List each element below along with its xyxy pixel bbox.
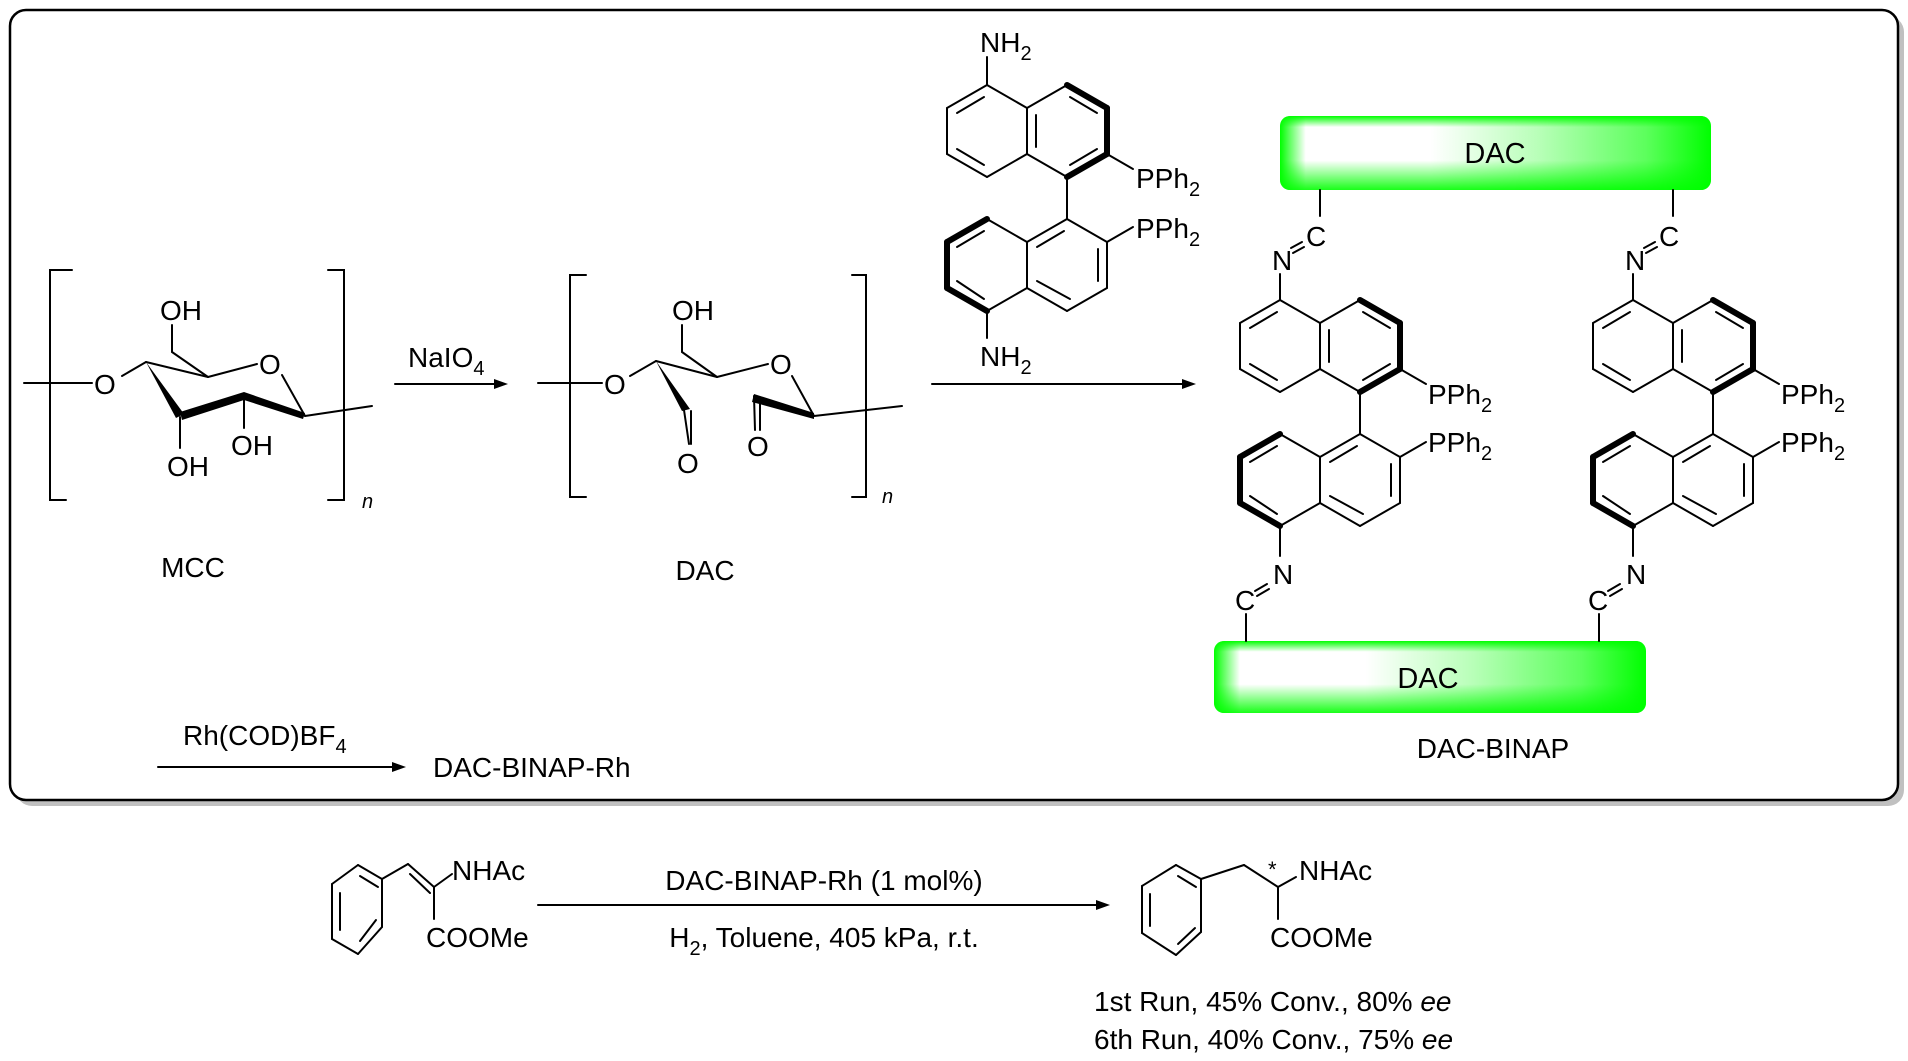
repeat-subscript: n <box>362 491 373 513</box>
group-pph2: PPh2 <box>1781 379 1845 417</box>
reagent-rh-cod-bf4: Rh(COD)BF4 <box>183 720 347 758</box>
wedge-bond <box>146 362 184 418</box>
group-pph2: PPh2 <box>1136 213 1200 251</box>
arrow-step1: NaIO4 <box>394 342 508 389</box>
reagent-naio4: NaIO4 <box>408 342 484 380</box>
dac-structure: O O OH O O n DAC <box>537 274 903 586</box>
wedge-bond <box>752 394 814 419</box>
compound-label-mcc: MCC <box>161 552 225 583</box>
result-row-2: 6th Run, 40% Conv., 75% ee <box>1094 1024 1453 1055</box>
mcc-structure: O O OH OH OH n MCC <box>23 269 373 583</box>
scheme-frame <box>8 8 1900 802</box>
group-pph2: PPh2 <box>1428 379 1492 417</box>
imine-c: C <box>1588 585 1608 616</box>
reaction-conditions: H2, Toluene, 405 kPa, r.t. <box>669 922 978 960</box>
group-pph2: PPh2 <box>1428 427 1492 465</box>
dac-binap-structure: DAC DAC C N N C PPh2 PPh2 <box>1214 116 1845 764</box>
atom-o: O <box>604 369 626 400</box>
group-pph2: PPh2 <box>1136 163 1200 201</box>
imine-c: C <box>1235 585 1255 616</box>
result-row-1: 1st Run, 45% Conv., 80% ee <box>1094 986 1452 1017</box>
catalyst-conditions: DAC-BINAP-Rh (1 mol%) <box>665 865 982 896</box>
binap-unit-left: C N N C PPh2 PPh2 <box>1235 189 1492 642</box>
arrow-step2 <box>931 379 1196 389</box>
dac-block-top: DAC <box>1280 116 1711 190</box>
aldehyde-o: O <box>677 448 699 479</box>
product-dac-binap-rh: DAC-BINAP-Rh <box>433 752 631 783</box>
group-coome: COOMe <box>1270 922 1373 953</box>
stereocenter-mark: * <box>1268 857 1277 882</box>
atom-o: O <box>94 369 116 400</box>
atom-o-ring: O <box>770 349 792 380</box>
results: 1st Run, 45% Conv., 80% ee 6th Run, 40% … <box>1094 986 1453 1055</box>
arrow-step3: Rh(COD)BF4 DAC-BINAP-Rh <box>157 720 631 783</box>
compound-label-dac: DAC <box>675 555 734 586</box>
imine-n: N <box>1272 245 1292 276</box>
dac-block-label: DAC <box>1397 663 1458 695</box>
imine-c: C <box>1659 221 1679 252</box>
group-coome: COOMe <box>426 922 529 953</box>
group-oh: OH <box>167 451 209 482</box>
group-nhac: NHAc <box>1299 855 1372 886</box>
imine-c: C <box>1306 221 1326 252</box>
compound-label-dac-binap: DAC-BINAP <box>1417 733 1569 764</box>
group-nh2: NH2 <box>980 341 1032 379</box>
dac-block-label: DAC <box>1464 138 1525 170</box>
binap-unit-right: C N N C PPh2 PPh2 <box>1588 189 1845 642</box>
group-oh: OH <box>672 295 714 326</box>
repeat-subscript: n <box>882 486 893 508</box>
imine-n: N <box>1273 559 1293 590</box>
atom-o-ring: O <box>259 349 281 380</box>
group-nhac: NHAc <box>452 855 525 886</box>
product-structure: * NHAc COOMe <box>1141 855 1373 956</box>
dac-block-bottom: DAC <box>1214 641 1646 713</box>
group-pph2: PPh2 <box>1781 427 1845 465</box>
substrate-structure: NHAc COOMe <box>331 855 529 955</box>
wedge-bond <box>656 361 690 411</box>
wedge-bond <box>244 392 305 419</box>
wedge-bond <box>180 392 244 420</box>
group-oh: OH <box>231 430 273 461</box>
imine-n: N <box>1625 245 1645 276</box>
aldehyde-o: O <box>747 431 769 462</box>
arrow-hydrogenation: DAC-BINAP-Rh (1 mol%) H2, Toluene, 405 k… <box>537 865 1110 960</box>
group-nh2: NH2 <box>980 27 1032 65</box>
diamino-binap-reagent: NH2 NH2 PPh2 PPh2 <box>947 27 1200 379</box>
group-oh: OH <box>160 295 202 326</box>
imine-n: N <box>1626 559 1646 590</box>
